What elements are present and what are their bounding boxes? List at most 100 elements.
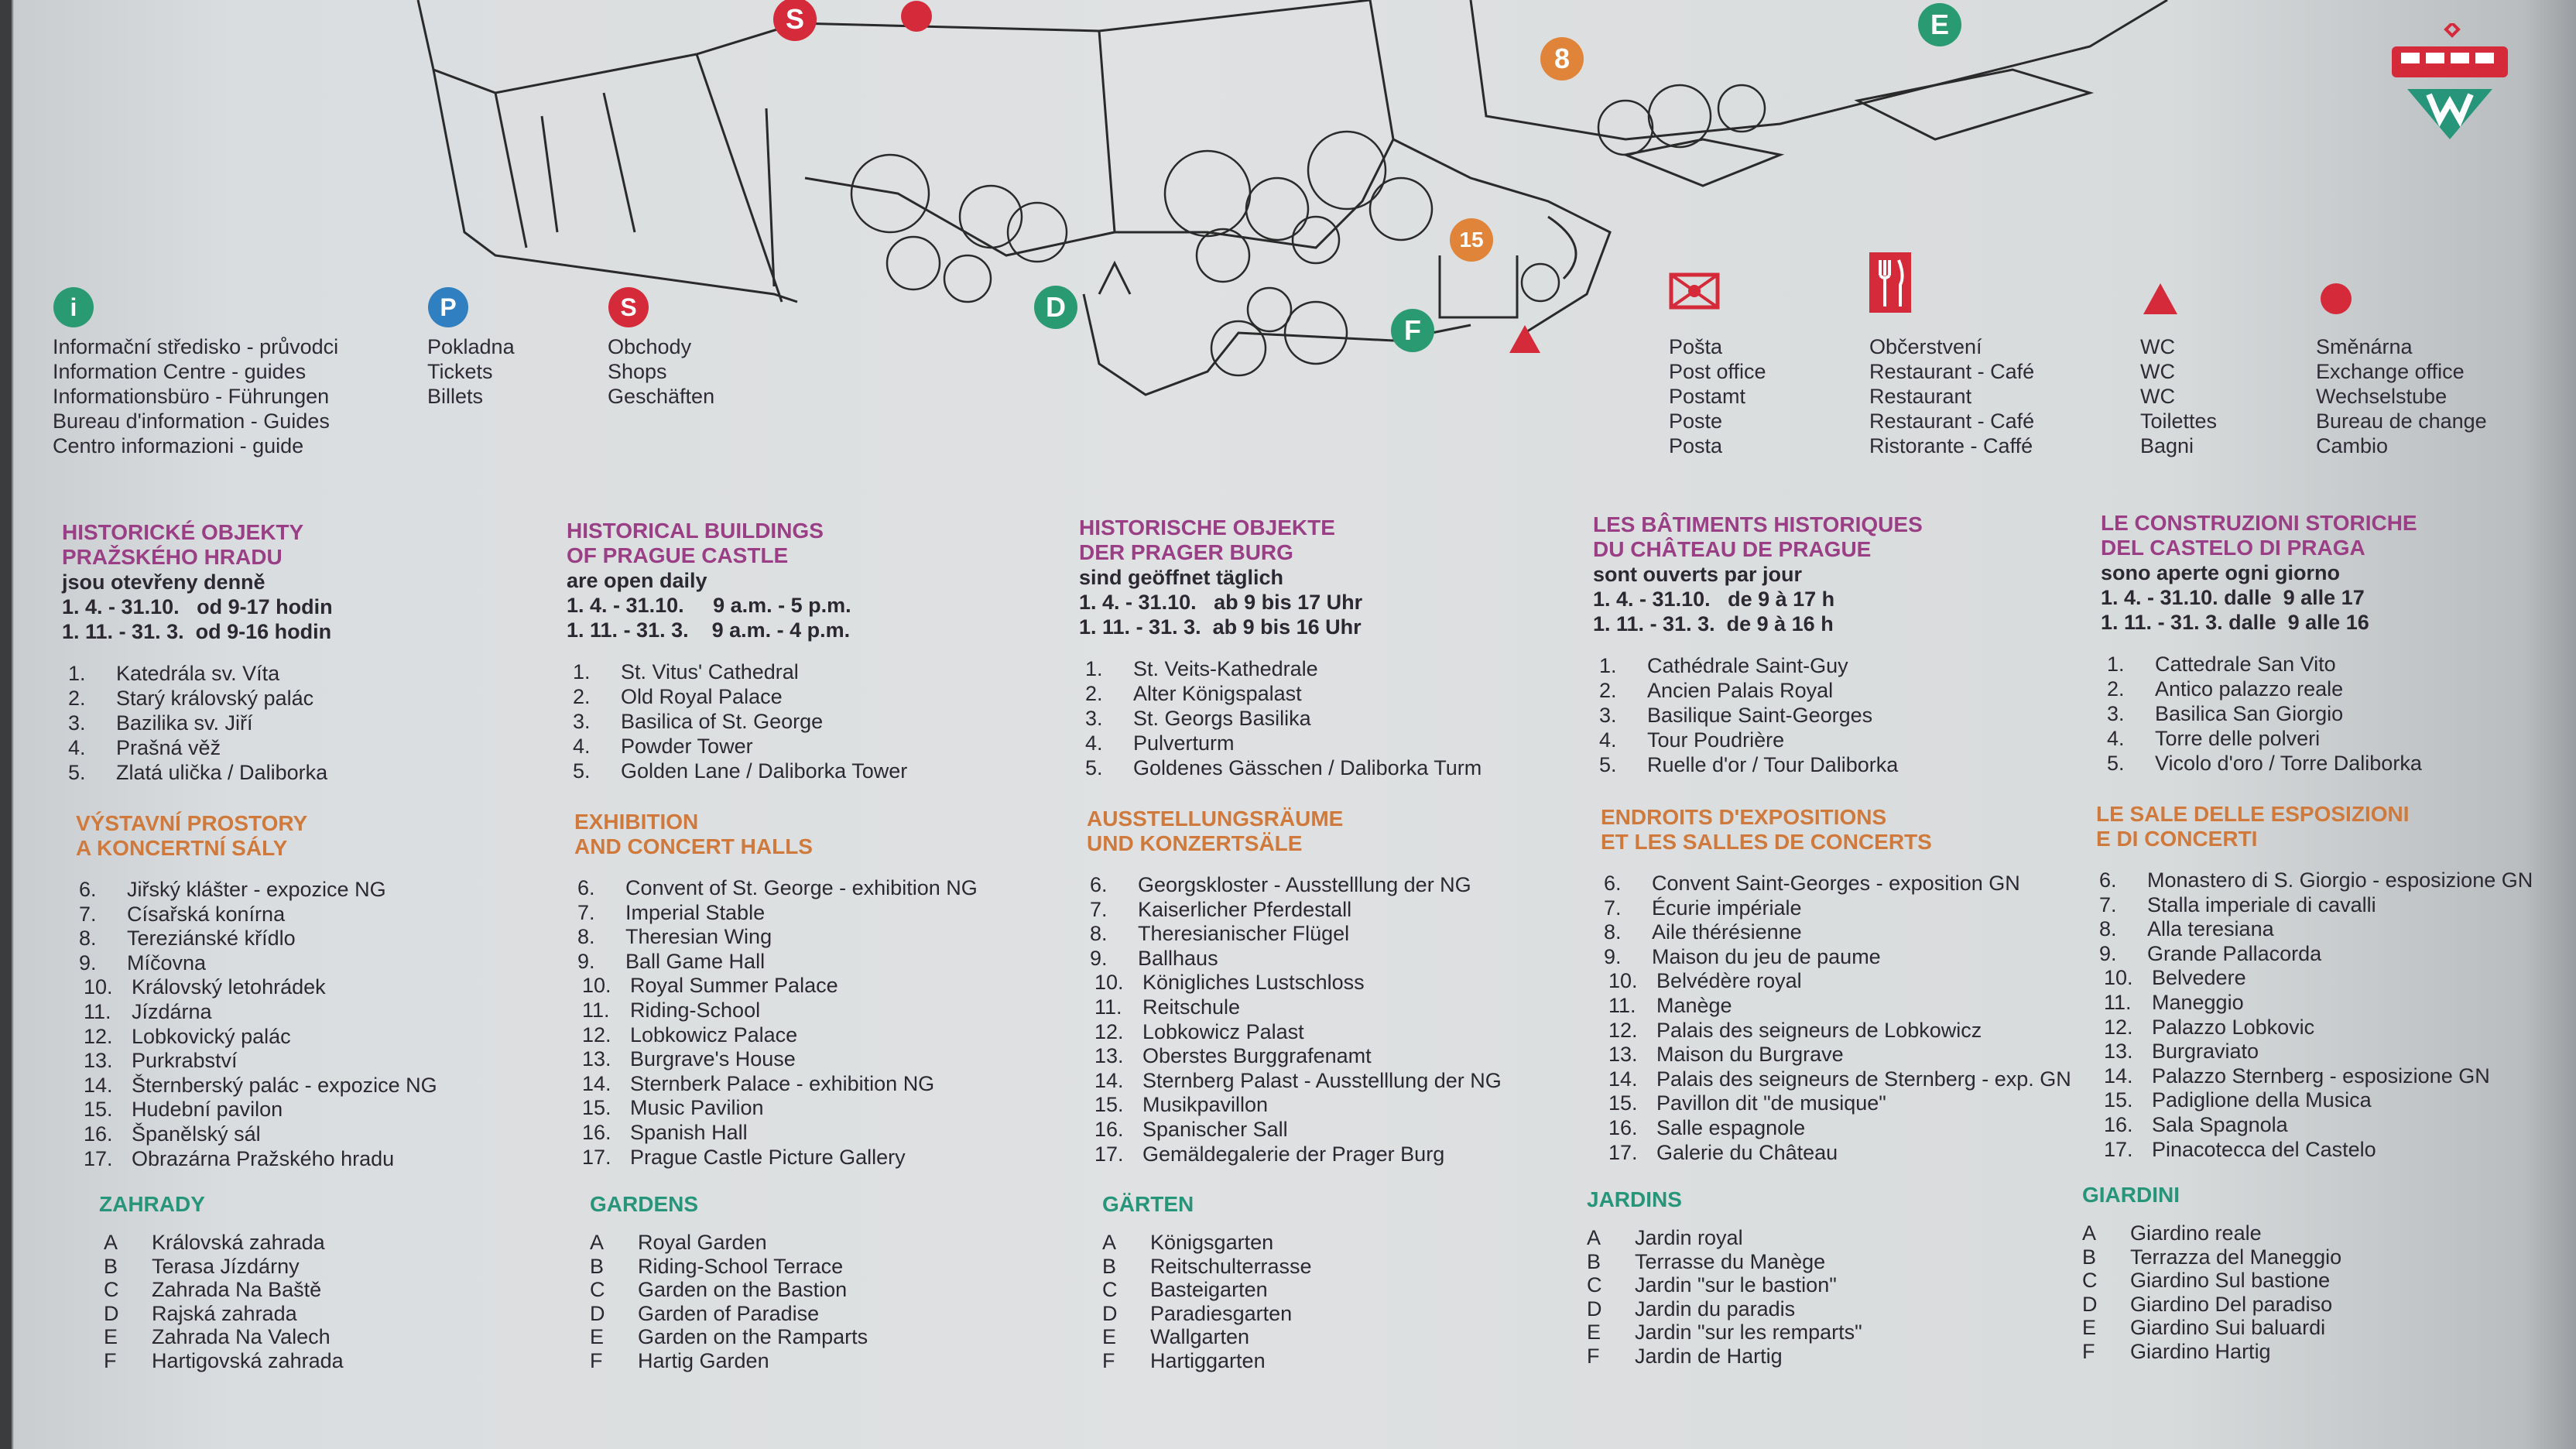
item-number: 14. [84,1073,113,1097]
list-item: 10.Königliches Lustschloss [1087,971,1502,995]
legend-label: Exchange office [2316,360,2465,383]
item-name: Écurie impériale [1652,896,1802,920]
item-number: 9. [79,951,97,975]
legend-label: Tickets [427,360,493,383]
item-name: Garden on the Ramparts [638,1325,868,1348]
list-item: 12.Palazzo Lobkovic [2096,1016,2533,1040]
item-number: 2. [1599,679,1617,702]
item-name: Starý královský palác [116,687,314,710]
opening-hours: 1. 4. - 31.10. dalle 9 alle 17 [2101,586,2365,609]
list-item: 14.Sternberg Palast - Ausstelllung der N… [1087,1069,1502,1094]
list-item: 3.Bazilika sv. Jiří [62,711,333,735]
legend-label: Shops [608,360,667,383]
item-number: 14. [1608,1067,1638,1091]
map-marker-f: F [1391,309,1434,352]
list-item: 15.Padiglione della Musica [2096,1088,2533,1113]
list-item: 1. St. Veits-Kathedrale [1079,656,1482,681]
item-name: Garden of Paradise [638,1301,820,1325]
item-letter: D [1587,1297,1602,1321]
item-name: Jiřský klášter - expozice NG [127,878,386,901]
spacer [1087,856,1502,873]
item-number: 13. [1608,1043,1638,1067]
item-number: 1. [1085,657,1103,680]
item-number: 4. [1085,731,1103,755]
item-number: 11. [2104,990,2132,1014]
list-item: 13.Burgrave's House [574,1047,978,1072]
item-name: Palazzo Sternberg - esposizione GN [2152,1064,2490,1088]
castle-map-drawing [416,0,2168,396]
item-number: 17. [1094,1142,1124,1166]
section-heading: DU CHÂTEAU DE PRAGUE [1593,537,1872,561]
item-name: Cathédrale Saint-Guy [1647,654,1848,677]
item-name: Alter Königspalast [1133,682,1302,705]
list-item: 7.Écurie impériale [1601,896,2071,921]
item-name: Purkrabství [132,1049,238,1073]
spacer [1102,1217,1312,1231]
item-number: 15. [582,1096,611,1120]
map-marker-d: D [1034,286,1077,329]
item-number: 3. [1599,704,1617,727]
list-item: 6.Monastero di S. Giorgio - esposizione … [2096,868,2533,893]
item-name: Maison du Burgrave [1656,1043,1844,1067]
item-number: 7. [577,900,595,924]
item-number: 17. [1608,1140,1638,1164]
item-number: 3. [573,710,591,733]
item-number: 9. [577,949,595,973]
legend-label: Billets [427,385,484,408]
item-name: Music Pavilion [630,1096,764,1120]
legend-label: Obchody [608,335,692,358]
list-item: 10.Royal Summer Palace [574,974,978,999]
item-number: 5. [2107,752,2125,775]
item-number: 2. [2107,677,2125,701]
item-name: Maison du jeu de paume [1652,944,1881,968]
item-name: St. Veits-Kathedrale [1133,657,1318,680]
item-letter: A [2082,1221,2097,1245]
item-name: Georgskloster - Ausstelllung der NG [1138,873,1471,896]
castle-outline [416,0,2168,396]
item-name: Imperial Stable [625,900,766,924]
item-letter: C [104,1278,119,1301]
section-heading: LE CONSTRUZIONI STORICHE [2101,511,2417,535]
list-item: 8.Tereziánské křídlo [76,927,437,951]
item-name: Sala Spagnola [2152,1112,2288,1136]
list-item: 4.Pulverturm [1079,731,1482,755]
list-item: 16.Spanischer Sall [1087,1118,1502,1142]
opening-hours: 1. 4. - 31.10. de 9 à 17 h [1593,587,1835,611]
list-item: 16.Španělský sál [76,1122,437,1147]
item-number: 9. [1090,946,1108,970]
list-item: 10.Belvédère royal [1601,969,2071,994]
list-item: 17.Obrazárna Pražského hradu [76,1147,437,1172]
item-number: 3. [68,711,86,735]
opening-hours: 1. 11. - 31. 3. ab 9 bis 16 Uhr [1079,615,1362,639]
list-item: 11.Manège [1601,994,2071,1019]
legend-label: WC [2140,360,2175,383]
item-number: 8. [577,925,595,949]
item-number: 7. [79,902,97,926]
item-name: Burgraviato [2152,1040,2259,1064]
legend-label: Pokladna [427,335,515,358]
item-name: Cattedrale San Vito [2155,653,2336,676]
opening-hours: 1. 11. - 31. 3. od 9-16 hodin [62,620,332,643]
spacer [574,859,978,876]
item-number: 10. [1094,971,1124,995]
item-letter: F [2082,1339,2095,1363]
item-name: Stalla imperiale di cavalli [2147,892,2376,916]
